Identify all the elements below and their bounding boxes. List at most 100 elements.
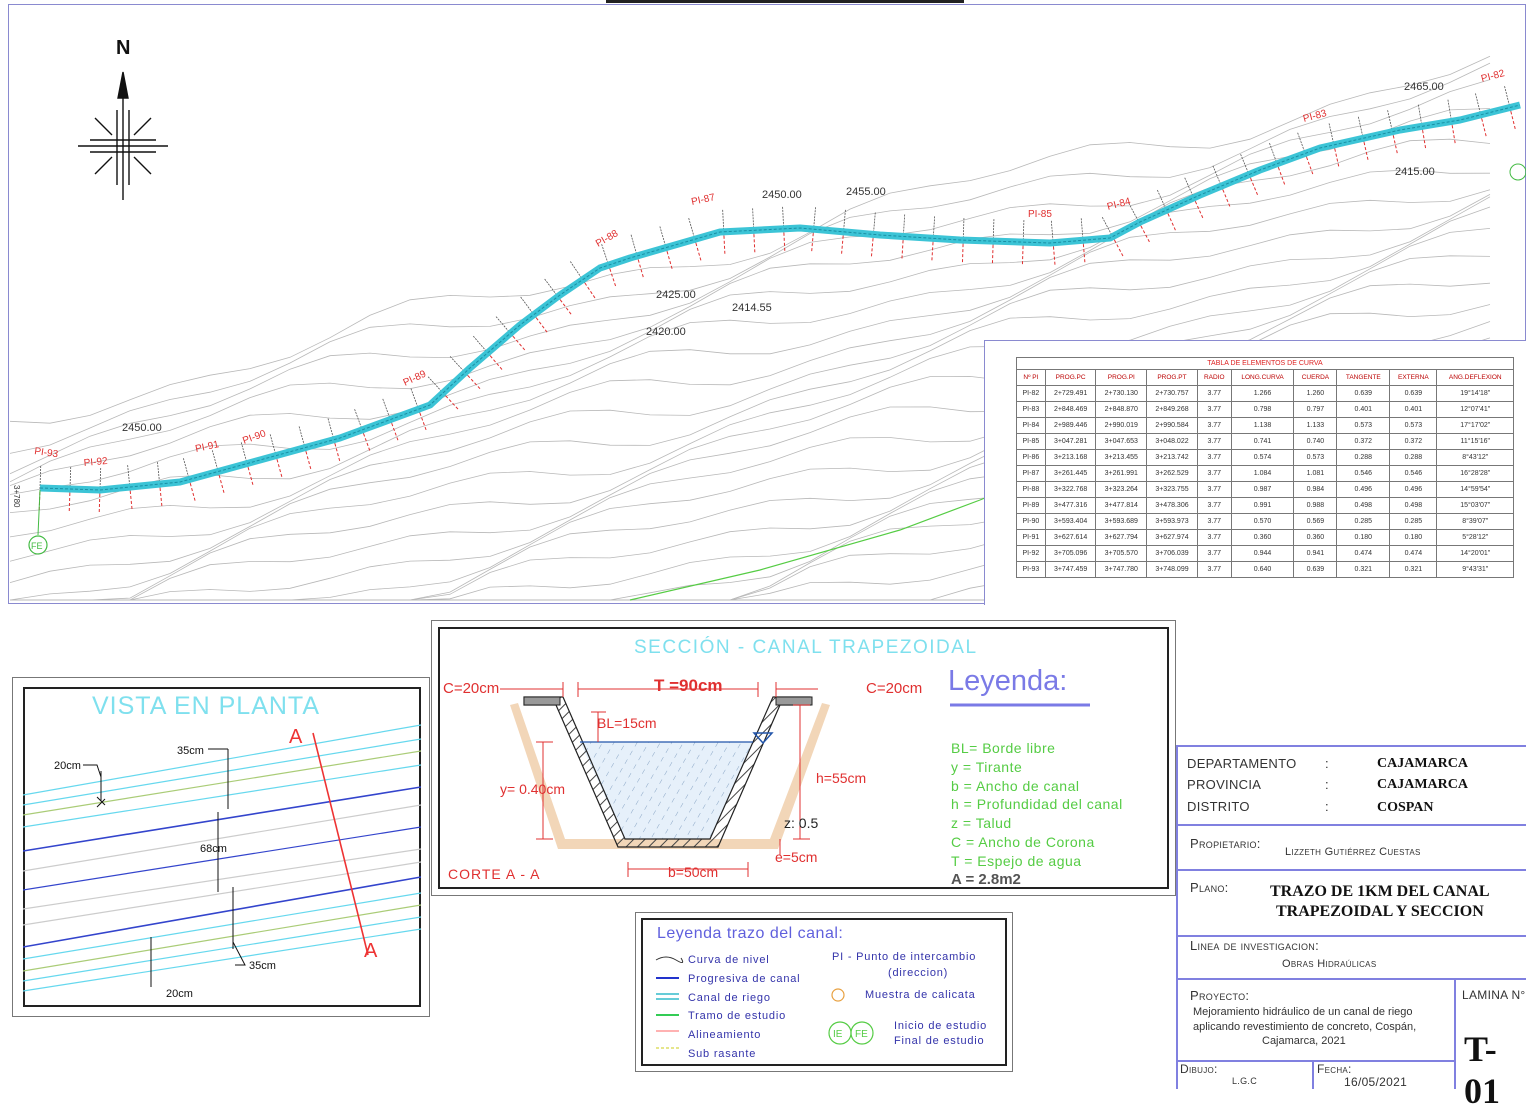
alignment-tick [98, 493, 101, 513]
alignment-tick [1250, 178, 1258, 196]
alignment-tick [753, 234, 756, 253]
section-marker: A [364, 940, 378, 962]
section-legend-item: C = Ancho de Corona [951, 833, 1095, 850]
curve-table-cell: 2+990.019 [1095, 417, 1148, 434]
curve-table-cell: 3+627.794 [1095, 529, 1148, 546]
curve-table-cell: PI-85 [1016, 433, 1046, 450]
alignment-tick [991, 245, 994, 264]
curve-table-cell: PI-84 [1016, 417, 1046, 434]
curve-table-cell: 3+706.039 [1146, 545, 1198, 562]
alignment-tick [584, 282, 596, 299]
legend-pi-label: PI - Punto de intercambio [832, 951, 977, 963]
curve-table-cell: 14°20'01" [1436, 545, 1514, 562]
curve-table-cell: 0.288 [1336, 449, 1391, 466]
curve-table-header: PROG.PI [1095, 369, 1148, 386]
curve-table-cell: 1.133 [1293, 417, 1338, 434]
contour-label: 2450.00 [762, 189, 802, 201]
curve-table-cell: 3+747.459 [1044, 561, 1097, 578]
cut-label: CORTE A - A [448, 866, 540, 882]
curve-table-cell: 3+705.096 [1044, 545, 1097, 562]
curve-table-cell: 2+730.130 [1095, 385, 1148, 402]
trace-legend-item: Alineamiento [688, 1029, 762, 1042]
curve-table-header: LONG.CURVA [1230, 369, 1295, 386]
legend-title: Leyenda: [948, 665, 1067, 697]
curve-table-cell: 1.260 [1293, 385, 1338, 402]
tb-divider [1176, 745, 1526, 747]
curve-table-cell: 0.401 [1389, 401, 1438, 418]
curve-table-cell: 5°28'12" [1436, 529, 1514, 546]
dim-label: 20cm [54, 760, 81, 772]
curve-table-header: Nº PI [1016, 369, 1046, 386]
tb-divider [1312, 1060, 1314, 1089]
contour-line [9, 138, 1491, 486]
curve-table-cell: 3+213.168 [1044, 449, 1097, 466]
plan-view-title: VISTA EN PLANTA [92, 692, 321, 720]
curve-table-cell: 16°28'28" [1436, 465, 1514, 482]
curve-table-cell: 0.288 [1389, 449, 1438, 466]
alignment-tick [68, 492, 71, 512]
alignment-tick [247, 467, 254, 485]
section-inner [438, 627, 1169, 889]
alignment-tick [1481, 118, 1487, 137]
curve-table-cell: 0.180 [1389, 529, 1438, 546]
alignment-tick [1167, 213, 1176, 231]
departamento-value: CAJAMARCA [1377, 756, 1468, 771]
area-label: A = 2.8m2 [951, 871, 1021, 888]
curve-table-cell: 2+848.870 [1095, 401, 1148, 418]
pi-label: PI-85 [1028, 209, 1052, 220]
dibujo-value: L.G.C [1232, 1076, 1258, 1086]
curve-table-cell: 9°43'31" [1436, 561, 1514, 578]
departamento-label: DEPARTAMENTO [1187, 756, 1297, 771]
curve-table-cell: 0.991 [1230, 497, 1295, 514]
curve-table-cell: 14°59'54" [1436, 481, 1514, 498]
alignment-tick [445, 395, 459, 410]
alignment-tick [512, 335, 526, 351]
trace-legend-item: Sub rasante [688, 1047, 757, 1060]
section-marker: A [289, 726, 303, 748]
curve-table-header: TANGENTE [1336, 369, 1391, 386]
curve-table-cell: 0.574 [1230, 449, 1295, 466]
propietario-label: Propietario: [1190, 836, 1261, 851]
distrito-label: DISTRITO [1187, 799, 1250, 814]
provincia-value: CAJAMARCA [1377, 777, 1468, 792]
contour-line [9, 55, 1491, 424]
curve-table-cell: 3+322.768 [1044, 481, 1097, 498]
curve-table-cell: 0.401 [1336, 401, 1391, 418]
alignment-tick [1277, 167, 1286, 185]
curve-table-cell: PI-83 [1016, 401, 1046, 418]
section-drawing: C=20cm T =90cm C=20cm BL=15cm y= 0.40cm … [443, 665, 1090, 882]
curve-table-cell: 0.372 [1336, 433, 1391, 450]
water-body [580, 742, 753, 839]
contour-line [9, 189, 1491, 513]
curve-table-cell: 0.180 [1336, 529, 1391, 546]
alignment-tick [276, 459, 283, 477]
distrito-value: COSPAN [1377, 800, 1434, 815]
pi-label: PI-82 [1480, 68, 1506, 85]
section-legend-item: BL= Borde libre [951, 740, 1056, 756]
curve-table-cell: 0.285 [1389, 513, 1438, 530]
curve-table-cell: 17°17'02" [1436, 417, 1514, 434]
pi-label: PI-91 [194, 439, 220, 455]
t-label: T =90cm [654, 676, 723, 695]
alignment-tick [870, 238, 874, 257]
section-legend-item: T = Espejo de agua [951, 852, 1082, 869]
contour-line [9, 196, 1491, 562]
curve-table-cell: 3+261.991 [1095, 465, 1148, 482]
curve-table-cell: 0.639 [1336, 385, 1391, 402]
plano-label: Plano: [1190, 880, 1229, 895]
curve-table-cell: 3+705.570 [1095, 545, 1148, 562]
curve-table-cell: 0.498 [1389, 497, 1438, 514]
curve-table-cell: 2+989.446 [1044, 417, 1097, 434]
tb-divider [1176, 824, 1526, 826]
water-level-icon [752, 732, 774, 745]
curve-table-cell: 0.498 [1336, 497, 1391, 514]
legend-curva-swatch [655, 956, 684, 964]
alignment-tick [1114, 239, 1124, 257]
curve-table-cell: 0.285 [1336, 513, 1391, 530]
curve-table-header: ANG.DEFLEXION [1436, 369, 1514, 386]
